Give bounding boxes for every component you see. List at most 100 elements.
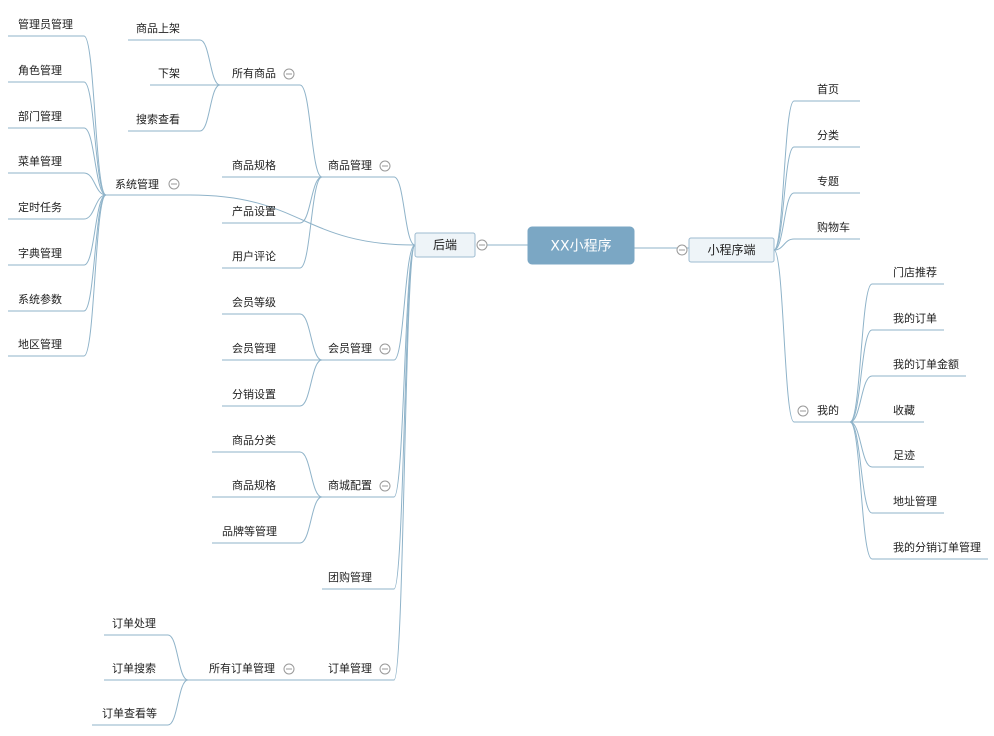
all-orders-child-node[interactable]: 订单处理 [112,617,156,630]
mine-child-connector [849,375,873,423]
mine-child-node[interactable]: 足迹 [893,449,915,462]
mall-child-node[interactable]: 品牌等管理 [222,524,277,538]
mine-child-node[interactable]: 门店推荐 [893,265,937,279]
all-goods-connector [299,84,323,178]
all-orders-child-node[interactable]: 订单搜索 [112,661,156,675]
order-management-node-collapse-icon[interactable] [379,663,391,675]
system-child-node[interactable]: 系统参数 [18,292,62,306]
system-child-node[interactable]: 部门管理 [18,109,62,123]
goods-child-node[interactable]: 商品规格 [232,158,276,172]
miniapp-node[interactable]: 小程序端 [688,237,775,263]
member-management-node-collapse-icon[interactable] [379,343,391,355]
root-node-label: XX小程序 [550,239,611,255]
group-buy-node-label[interactable]: 团购管理 [328,570,372,584]
mine-child-connector [849,421,873,514]
member-child-connector [299,313,323,361]
mine-child-connector [849,329,873,423]
system-child-node[interactable]: 管理员管理 [18,17,73,31]
mindmap-connectors [83,35,873,726]
backend-node-label: 后端 [433,238,457,252]
mall-config-node-collapse-icon[interactable] [379,480,391,492]
system-child-node[interactable]: 字典管理 [18,246,62,260]
goods-management-node-label[interactable]: 商品管理 [328,158,372,172]
member-child-node[interactable]: 会员等级 [232,295,276,309]
system-management-connector [189,194,416,246]
root-node[interactable]: XX小程序 [527,226,635,265]
miniapp-child-node[interactable]: 专题 [817,174,839,188]
all-goods-child-node[interactable]: 商品上架 [136,21,180,35]
system-child-connector [83,35,107,196]
all-goods-collapse-icon[interactable] [283,68,295,80]
system-child-node[interactable]: 地区管理 [18,337,62,351]
miniapp-child-node[interactable]: 分类 [817,128,839,142]
miniapp-child-connector [773,100,795,251]
all-goods-child-connector [199,39,221,86]
system-child-node[interactable]: 菜单管理 [18,154,62,168]
node-underlines [8,35,988,726]
goods-child-node[interactable]: 产品设置 [232,204,276,218]
member-child-connector [299,359,323,407]
root-node-frame [527,226,635,265]
group-buy-node-connector [393,244,416,590]
mall-child-connector [299,451,323,498]
backend-node[interactable]: 后端 [414,232,476,258]
mine-child-node[interactable]: 地址管理 [893,494,937,508]
system-child-connector [83,172,107,196]
order-management-node-label[interactable]: 订单管理 [328,661,372,675]
system-child-connector [83,81,107,196]
miniapp-node-label: 小程序端 [707,242,755,257]
member-management-node-connector [393,244,416,361]
system-child-node[interactable]: 定时任务 [18,200,62,214]
mall-config-node-connector [393,244,416,498]
mine-child-node[interactable]: 我的订单 [893,311,937,325]
all-orders-child-connector [167,679,189,726]
mall-child-connector [299,496,323,544]
mine-child-node[interactable]: 我的分销订单管理 [893,540,981,554]
goods-management-node-collapse-icon[interactable] [379,160,391,172]
miniapp-child-node[interactable]: 购物车 [817,220,850,234]
mall-config-node-label[interactable]: 商城配置 [328,478,372,492]
miniapp-collapse-icon[interactable] [676,244,688,256]
miniapp-child-node[interactable]: 首页 [817,82,839,96]
member-child-node[interactable]: 会员管理 [232,341,276,355]
mine-child-connector [849,283,873,423]
backend-collapse-icon[interactable] [476,239,488,251]
goods-child-connector [299,176,323,269]
system-child-connector [83,194,107,357]
order-management-node-connector [393,244,416,681]
backend-node-frame [414,232,476,258]
mall-child-node[interactable]: 商品规格 [232,478,276,492]
system-management-label[interactable]: 系统管理 [115,177,159,191]
mine-child-node[interactable]: 收藏 [893,403,915,417]
goods-child-connector [299,176,323,224]
mine-collapse-icon[interactable] [797,405,809,417]
all-orders-child-node[interactable]: 订单查看等 [102,706,157,720]
mall-child-node[interactable]: 商品分类 [232,433,276,447]
goods-management-node-connector [393,176,416,246]
miniapp-child-connector [773,192,795,251]
system-child-connector [83,194,107,312]
member-management-node-label[interactable]: 会员管理 [328,341,372,355]
all-goods-label[interactable]: 所有商品 [232,66,276,80]
system-child-connector [83,127,107,196]
all-goods-child-node[interactable]: 下架 [158,67,180,80]
mine-child-connector [849,421,873,560]
all-orders-collapse-icon[interactable] [283,663,295,675]
mine-child-connector [849,421,873,468]
system-management-collapse-icon[interactable] [168,178,180,190]
all-orders-child-connector [167,634,189,681]
all-goods-child-connector [199,84,221,132]
mine-child-node[interactable]: 我的订单金额 [893,357,959,371]
all-orders-label[interactable]: 所有订单管理 [209,661,275,675]
mine-label[interactable]: 我的 [817,403,839,417]
miniapp-child-connector [773,238,795,251]
all-goods-child-node[interactable]: 搜索查看 [136,112,180,126]
system-child-node[interactable]: 角色管理 [18,63,62,77]
miniapp-child-connector [773,146,795,251]
goods-child-node[interactable]: 用户评论 [232,249,276,263]
system-child-connector [83,194,107,266]
member-child-node[interactable]: 分销设置 [232,387,276,401]
mine-connector [773,249,795,423]
